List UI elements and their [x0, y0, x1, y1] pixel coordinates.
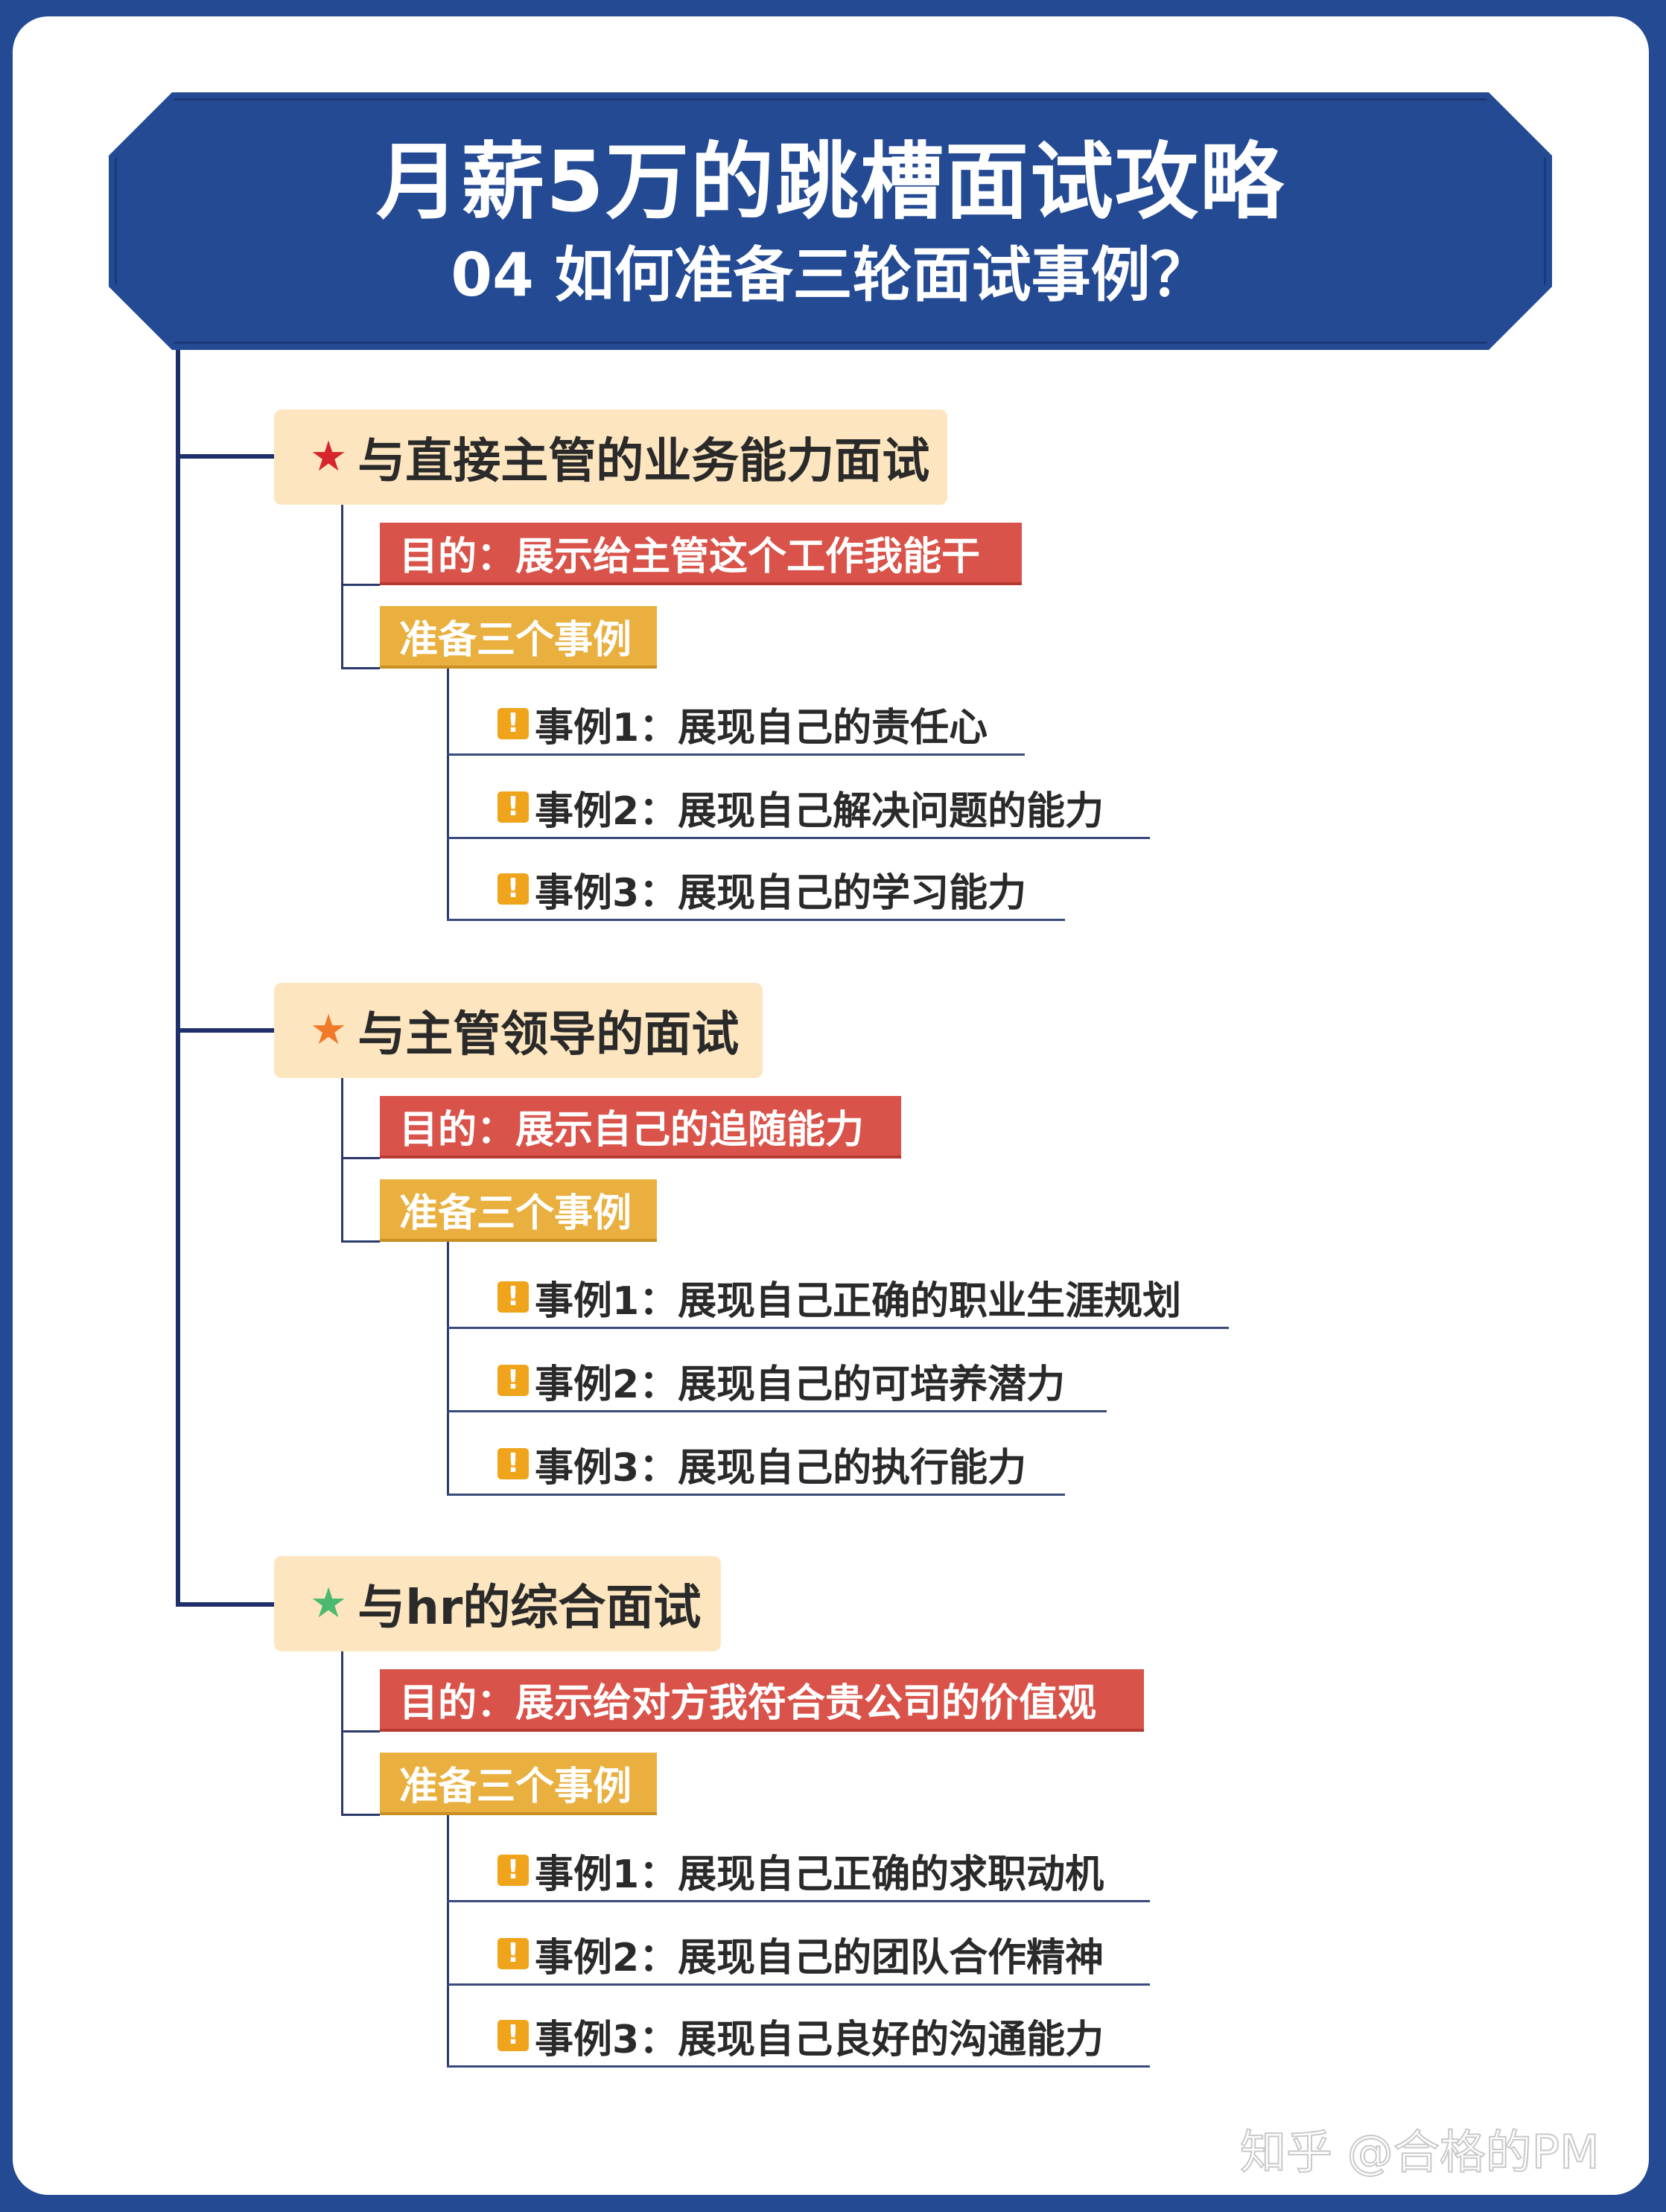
- section-connector: [341, 1651, 343, 1815]
- goal-connector: [341, 1157, 380, 1159]
- examples-connector: [447, 1242, 449, 1494]
- star-icon: ★: [310, 433, 348, 481]
- warning-icon: !: [497, 791, 529, 823]
- section-connector: [341, 505, 343, 669]
- section-connector: [341, 1078, 343, 1242]
- goal-connector: [341, 1730, 380, 1733]
- prep-badge: 准备三个事例: [380, 1179, 657, 1242]
- warning-icon: !: [497, 1365, 529, 1396]
- examples-connector: [447, 669, 449, 920]
- branch-line: [176, 454, 274, 459]
- example-underline: [447, 837, 1150, 839]
- goal-connector: [341, 584, 380, 586]
- page-title: 月薪5万的跳槽面试攻略: [376, 134, 1285, 231]
- prep-badge: 准备三个事例: [380, 1753, 657, 1815]
- branch-line: [176, 1028, 274, 1033]
- star-icon: ★: [310, 1006, 348, 1054]
- warning-icon: !: [497, 1448, 529, 1479]
- section-title: 与主管领导的面试: [357, 1007, 740, 1062]
- prep-badge: 准备三个事例: [380, 606, 657, 669]
- warning-icon: !: [497, 2020, 529, 2051]
- example-underline: [447, 2065, 1150, 2068]
- example-underline: [447, 919, 1065, 921]
- section-title: 与hr的综合面试: [357, 1581, 702, 1636]
- prep-connector: [341, 1240, 380, 1243]
- branch-line: [176, 1602, 274, 1607]
- goal-badge: 目的：展示给对方我符合贵公司的价值观: [380, 1669, 1144, 1732]
- example-item: ! 事例2：展现自己的可培养潜力: [497, 1352, 1065, 1409]
- example-item: ! 事例3：展现自己的执行能力: [497, 1435, 1026, 1492]
- warning-icon: !: [497, 1281, 529, 1313]
- example-underline: [447, 1494, 1065, 1496]
- example-item: ! 事例2：展现自己解决问题的能力: [497, 779, 1104, 835]
- page-subtitle: 04 如何准备三轮面试事例？: [451, 240, 1210, 310]
- example-underline: [447, 1410, 1107, 1412]
- tree-trunk: [176, 350, 180, 1607]
- warning-icon: !: [497, 1855, 529, 1886]
- warning-icon: !: [497, 1938, 529, 1969]
- star-icon: ★: [310, 1579, 348, 1628]
- watermark: 知乎 @合格的PM: [1239, 2124, 1600, 2180]
- example-item: ! 事例2：展现自己的团队合作精神: [497, 1925, 1104, 1982]
- example-underline: [447, 1900, 1150, 1902]
- example-item: ! 事例3：展现自己良好的沟通能力: [497, 2007, 1104, 2064]
- section-title: 与直接主管的业务能力面试: [357, 434, 930, 489]
- section-2: ★ 与主管领导的面试: [274, 983, 763, 1078]
- prep-connector: [341, 1814, 380, 1816]
- prep-connector: [341, 667, 380, 669]
- goal-badge: 目的：展示给主管这个工作我能干: [380, 523, 1022, 585]
- examples-connector: [447, 1815, 449, 2067]
- warning-icon: !: [497, 873, 529, 905]
- header-banner-inner: [115, 98, 1546, 344]
- example-underline: [447, 1327, 1229, 1329]
- example-item: ! 事例1：展现自己的责任心: [497, 695, 988, 752]
- goal-badge: 目的：展示自己的追随能力: [380, 1096, 901, 1158]
- section-1: ★ 与直接主管的业务能力面试: [274, 409, 947, 505]
- example-item: ! 事例3：展现自己的学习能力: [497, 861, 1026, 917]
- section-3: ★ 与hr的综合面试: [274, 1556, 721, 1651]
- example-underline: [447, 1983, 1150, 1986]
- warning-icon: !: [497, 708, 529, 739]
- example-item: ! 事例1：展现自己正确的职业生涯规划: [497, 1269, 1181, 1325]
- example-underline: [447, 753, 1025, 756]
- example-item: ! 事例1：展现自己正确的求职动机: [497, 1842, 1104, 1899]
